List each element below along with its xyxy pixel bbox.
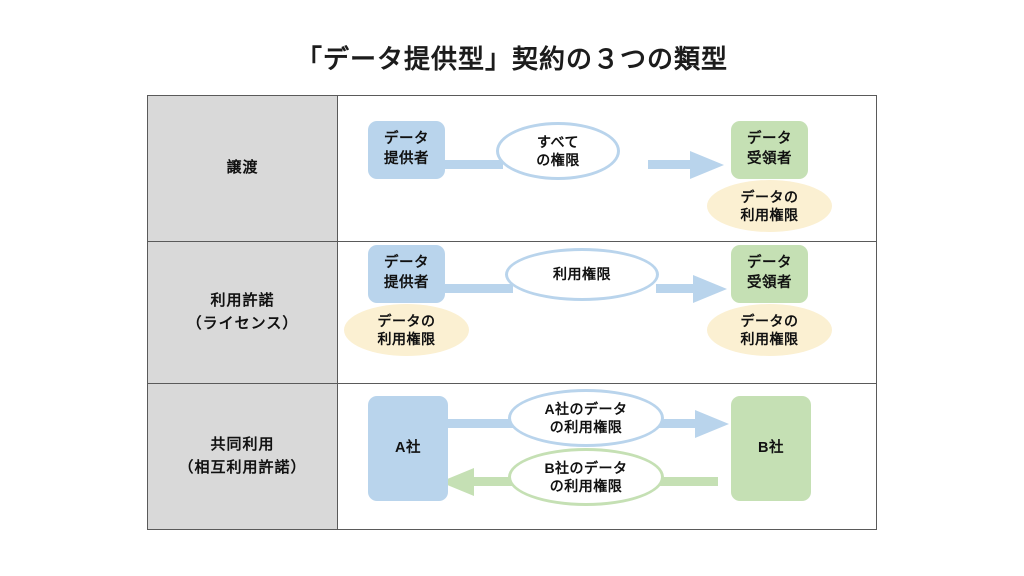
ellipse-company-a-data-usage-right: A社のデータ の利用権限 [508, 389, 664, 447]
badge-line1: データの [377, 312, 436, 329]
node-company-b: B社 [731, 396, 811, 501]
node-line1: データ [384, 255, 429, 272]
table-row: 利用許諾 （ライセンス） データ 提供者 データの 利用権限 利用権限 データ [148, 242, 876, 384]
row-diagram-cell-1: データ 提供者 すべて の権限 データ 受領者 データの 利用権限 [338, 96, 876, 241]
arrow-right-icon-1 [690, 146, 724, 184]
ellipse-line2: の権限 [536, 152, 580, 168]
node-line1: データ [384, 131, 429, 148]
node-data-provider-1: データ 提供者 [368, 121, 445, 179]
ellipse-usage-right: 利用権限 [505, 248, 659, 301]
badge-line1: データの [740, 188, 799, 205]
node-data-receiver-2: データ 受領者 [731, 245, 808, 303]
badge-line2: 利用権限 [377, 331, 436, 347]
ellipse-line1: A社のデータ [544, 400, 628, 417]
row-label-cell-2: 利用許諾 （ライセンス） [148, 242, 338, 383]
ellipse-line1: B社のデータ [544, 459, 628, 476]
badge-line2: 利用権限 [740, 207, 799, 223]
node-line1: B社 [758, 439, 784, 456]
connector-left-1 [443, 160, 503, 169]
node-line2: 提供者 [384, 275, 429, 291]
node-line1: データ [747, 255, 792, 272]
contract-types-table: 譲渡 データ 提供者 すべて の権限 データ 受領者 [147, 95, 877, 530]
row-diagram-cell-2: データ 提供者 データの 利用権限 利用権限 データ 受領者 データの 利用権限 [338, 242, 876, 383]
node-line2: 受領者 [747, 275, 792, 291]
connector-top-right-3 [658, 419, 703, 428]
connector-right-2 [656, 284, 701, 293]
row-label-line2: （ライセンス） [186, 314, 299, 332]
row-label-cell-1: 譲渡 [148, 96, 338, 241]
arrow-left-icon-3 [440, 463, 474, 501]
ellipse-line2: の利用権限 [549, 419, 623, 435]
table-row: 譲渡 データ 提供者 すべて の権限 データ 受領者 [148, 96, 876, 242]
row-label-line1: 共同利用 [210, 436, 275, 453]
arrow-right-icon-3 [695, 405, 729, 443]
badge-usage-right-receiver-1: データの 利用権限 [707, 180, 832, 232]
node-line1: データ [747, 131, 792, 148]
node-data-receiver-1: データ 受領者 [731, 121, 808, 179]
node-line2: 受領者 [747, 151, 792, 167]
table-row: 共同利用 （相互利用許諾） A社 A社のデータ の利用権限 [148, 384, 876, 529]
ellipse-company-b-data-usage-right: B社のデータ の利用権限 [508, 448, 664, 506]
node-line2: 提供者 [384, 151, 429, 167]
ellipse-line1: すべて [537, 133, 579, 150]
row-label-line1: 譲渡 [226, 159, 259, 177]
connector-left-2 [443, 284, 513, 293]
badge-usage-right-provider-2: データの 利用権限 [344, 304, 469, 356]
page-title: 「データ提供型」契約の３つの類型 [295, 44, 728, 75]
connector-bottom-left-3 [473, 477, 518, 486]
badge-line2: 利用権限 [740, 331, 799, 347]
node-line1: A社 [395, 439, 421, 456]
node-data-provider-2: データ 提供者 [368, 245, 445, 303]
badge-line1: データの [740, 312, 799, 329]
connector-bottom-right-3 [658, 477, 718, 486]
connector-top-left-3 [443, 419, 513, 428]
badge-usage-right-receiver-2: データの 利用権限 [707, 304, 832, 356]
ellipse-line1: 利用権限 [553, 266, 611, 283]
row-label-line2: （相互利用許諾） [178, 458, 307, 476]
arrow-right-icon-2 [693, 270, 727, 308]
row-label-line1: 利用許諾 [210, 292, 275, 309]
row-diagram-cell-3: A社 A社のデータ の利用権限 B社のデータ の利用権限 B社 [338, 384, 876, 529]
ellipse-all-rights: すべて の権限 [496, 122, 620, 180]
connector-right-1 [648, 160, 698, 169]
row-label-cell-3: 共同利用 （相互利用許諾） [148, 384, 338, 529]
node-company-a: A社 [368, 396, 448, 501]
ellipse-line2: の利用権限 [549, 478, 623, 494]
